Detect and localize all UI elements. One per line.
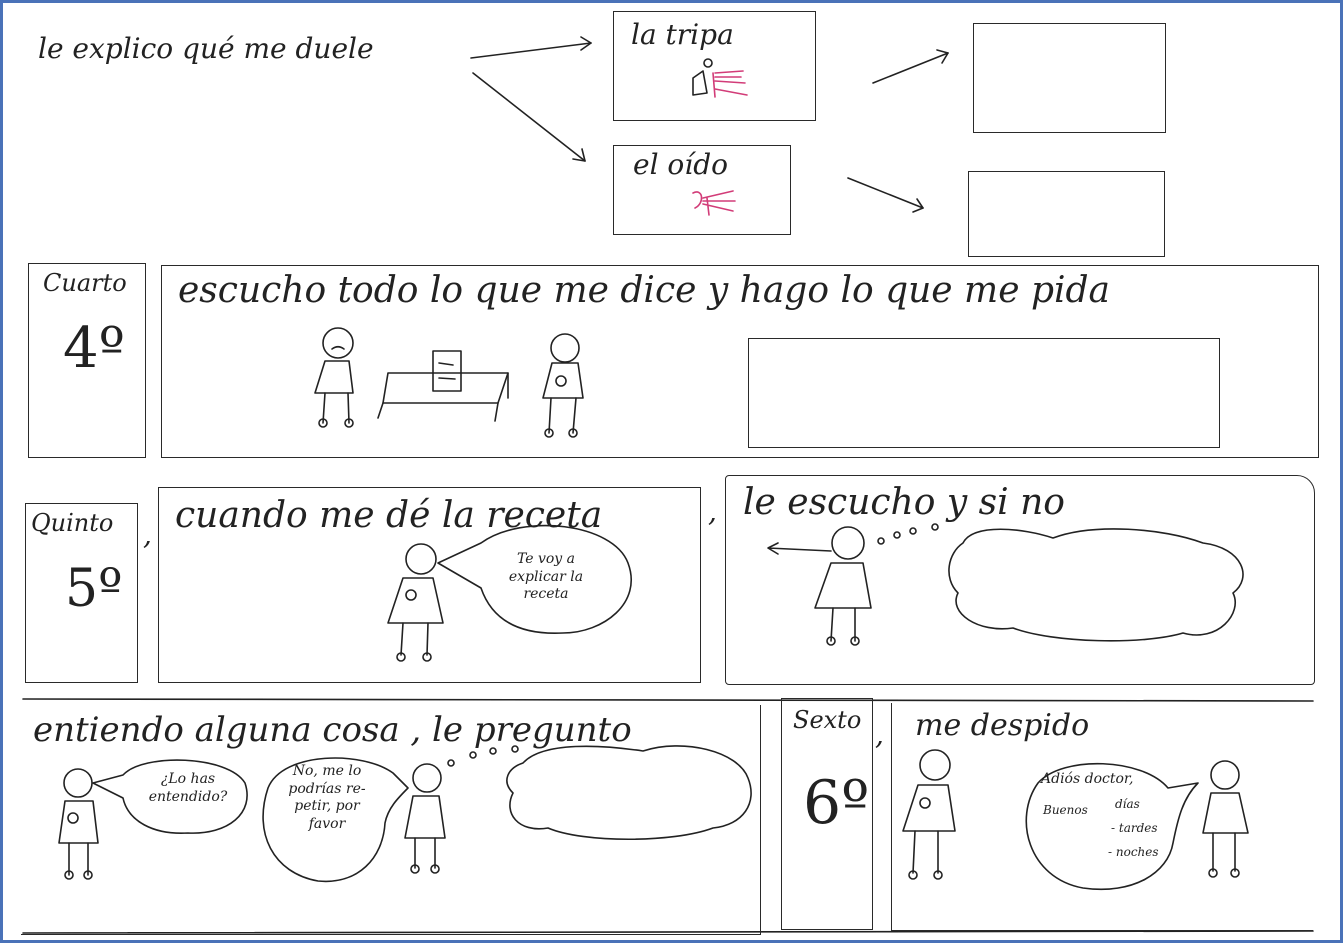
- step5-instruction-2: le escucho y si no: [743, 482, 1065, 523]
- row4-content-box: [21, 705, 761, 935]
- step4-ordinal-box: [28, 263, 146, 458]
- goodbye-bubble-line1: Adiós doctor,: [1041, 771, 1134, 787]
- step6-content-box: [891, 703, 1313, 931]
- doctor-bubble-text: Te voy a explicar la receta: [486, 551, 606, 604]
- step6-comma: ,: [875, 718, 884, 751]
- blank-box-oido[interactable]: [968, 171, 1165, 257]
- step5-instruction: cuando me dé la receta: [175, 495, 603, 536]
- question-bubble-line: ¿Lo has: [160, 771, 216, 787]
- step6-instruction: me despido: [915, 708, 1090, 743]
- arrow-tripa-to-blank: [872, 49, 949, 84]
- step5-number: 5º: [65, 559, 123, 619]
- question-bubble-text: ¿Lo has entendido?: [133, 771, 243, 806]
- tripa-option-box[interactable]: [613, 11, 816, 121]
- goodbye-option-tardes: - tardes: [1111, 821, 1158, 835]
- goodbye-option-noches: - noches: [1108, 845, 1159, 859]
- step5-content-box-left: [158, 487, 701, 683]
- reply-bubble-text: No, me lo podrías re- petir, por favor: [271, 763, 383, 833]
- arrow-to-tripa: [470, 36, 592, 59]
- step4-content-box: [161, 265, 1319, 458]
- row-divider-1: [22, 698, 1314, 702]
- step4-number: 4º: [63, 316, 125, 381]
- goodbye-bubble-buenos: Buenos: [1043, 803, 1088, 817]
- question-bubble-line: entendido?: [148, 788, 228, 805]
- step5-comma: ,: [143, 518, 152, 551]
- tripa-label: la tripa: [631, 18, 734, 51]
- oido-label: el oído: [633, 148, 729, 181]
- arrow-to-oido: [472, 72, 586, 162]
- arrow-oido-to-blank: [847, 177, 924, 213]
- step5-ordinal-box: [25, 503, 138, 683]
- doctor-bubble-line: explicar la: [508, 568, 584, 585]
- step5-ordinal: Quinto: [31, 509, 114, 537]
- reply-bubble-line: petir, por: [294, 798, 360, 814]
- reply-bubble-line: podrías re-: [288, 780, 366, 797]
- step4-ordinal: Cuarto: [43, 269, 127, 297]
- reply-bubble-line: No, me lo: [292, 763, 362, 779]
- step5-comma-2: ,: [708, 495, 717, 528]
- reply-bubble-line: favor: [308, 815, 346, 832]
- intro-text: le explico qué me duele: [38, 32, 374, 65]
- step6-ordinal: Sexto: [793, 706, 862, 734]
- step5-content-box-right: [725, 475, 1315, 685]
- blank-box-tripa[interactable]: [973, 23, 1166, 133]
- step4-answer-box[interactable]: [748, 338, 1220, 448]
- row4-instruction: entiendo alguna cosa , le pregunto: [33, 710, 632, 750]
- step4-instruction: escucho todo lo que me dice y hago lo qu…: [178, 270, 1111, 311]
- doctor-bubble-line: receta: [523, 586, 569, 602]
- oido-option-box[interactable]: [613, 145, 791, 235]
- step6-number: 6º: [803, 768, 870, 838]
- step6-ordinal-box: [781, 698, 873, 930]
- goodbye-option-dias: días: [1115, 797, 1140, 811]
- doctor-bubble-line: Te voy a: [516, 551, 576, 567]
